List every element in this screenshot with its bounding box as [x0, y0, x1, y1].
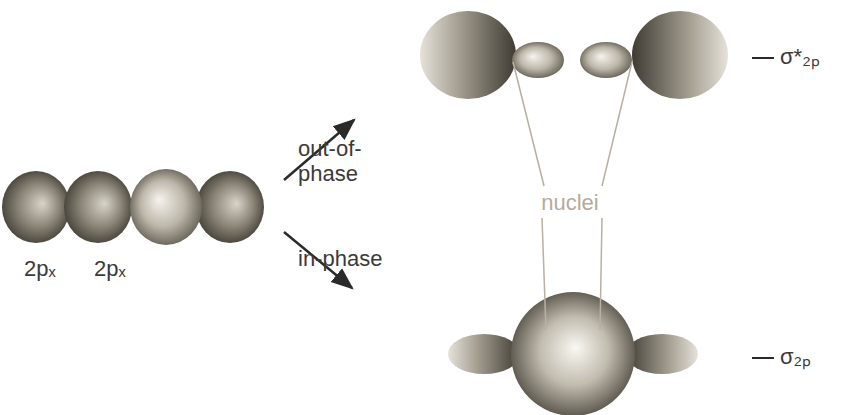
- bonding-orbital: [448, 292, 698, 415]
- level-tick: [752, 357, 774, 359]
- phase-label: in-phase: [298, 246, 382, 271]
- leader-line: [542, 218, 546, 330]
- orbital-label: 2pₓ: [94, 256, 126, 281]
- leader-line: [600, 218, 602, 330]
- nuclei-label: nuclei: [541, 190, 598, 215]
- bonding-sphere: [511, 292, 635, 415]
- p-lobe: [64, 171, 132, 243]
- orbital-label: 2pₓ: [24, 256, 56, 281]
- atomic-orbitals: [2, 169, 264, 245]
- mo-label: σ*₂ₚ: [780, 44, 820, 69]
- mo-label: σ₂ₚ: [780, 344, 811, 369]
- p-lobe: [196, 171, 264, 243]
- leader-line: [513, 62, 544, 186]
- leader-lines: [513, 62, 632, 330]
- p-lobe: [626, 334, 698, 374]
- phase-label: out-of-phase: [298, 136, 362, 186]
- antibonding-orbital: [420, 11, 728, 99]
- level-tick: [752, 57, 774, 59]
- p-lobe: [580, 42, 632, 78]
- p-lobe: [632, 11, 728, 99]
- p-lobe: [420, 11, 516, 99]
- p-lobe: [512, 42, 564, 78]
- leader-line: [602, 62, 632, 186]
- p-lobe: [448, 334, 520, 374]
- p-lobe: [2, 171, 70, 243]
- p-lobe: [130, 169, 202, 245]
